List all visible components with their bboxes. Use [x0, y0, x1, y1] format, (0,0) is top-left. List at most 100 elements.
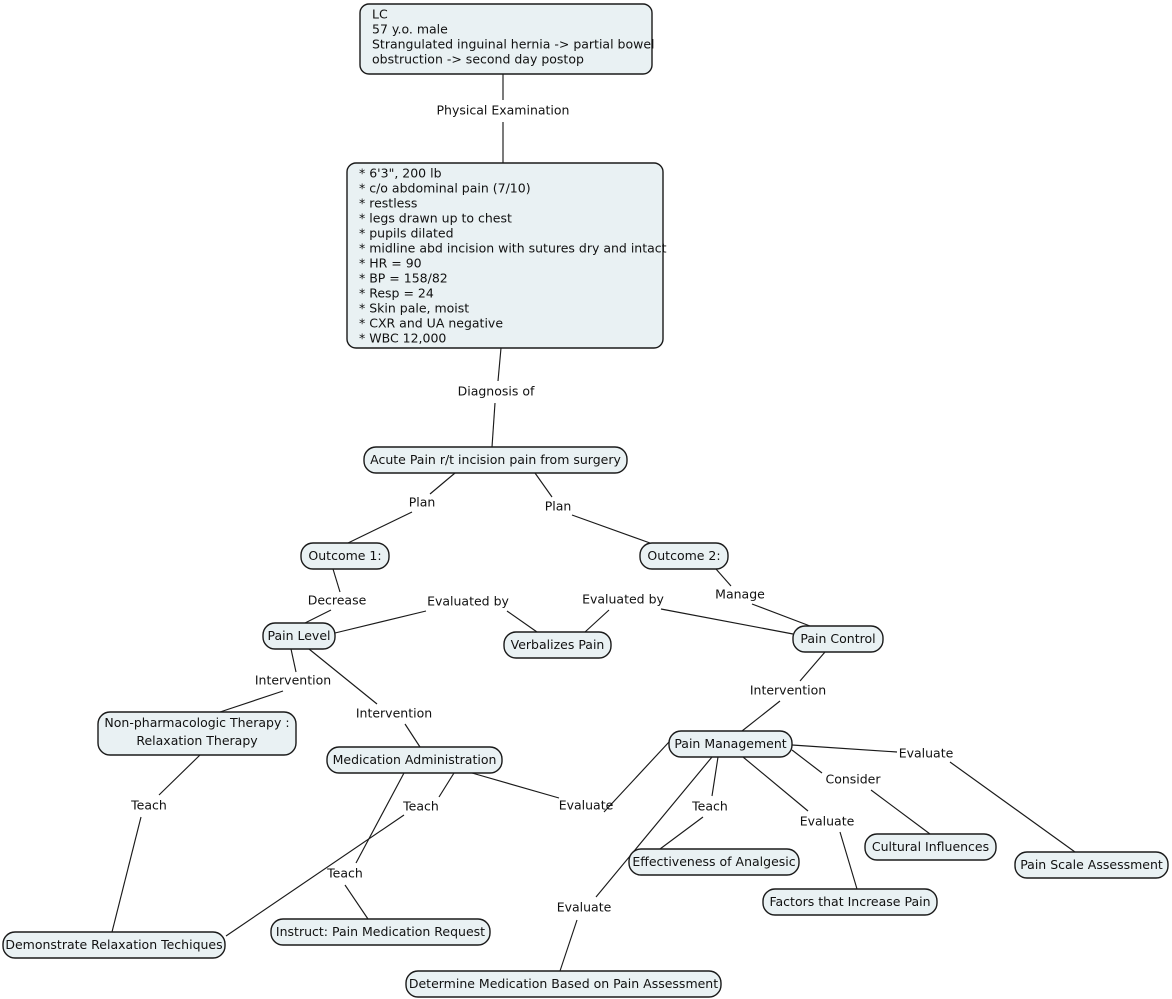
edge-l-evaluated-by-2: [584, 608, 794, 635]
node-instruct[interactable]: Instruct: Pain Medication Request: [270, 918, 491, 946]
node-med-admin[interactable]: Medication Administration: [326, 746, 503, 774]
node-acute-pain[interactable]: Acute Pain r/t incision pain from surger…: [363, 446, 628, 474]
node-label-line: * legs drawn up to chest: [359, 211, 512, 226]
node-shape: [262, 622, 336, 650]
edge-segment: [571, 514, 651, 544]
node-shape: [668, 730, 793, 758]
edge-segment: [791, 749, 823, 774]
node-shape: [792, 625, 884, 653]
node-determine-med[interactable]: Determine Medication Based on Pain Asses…: [405, 970, 722, 998]
node-pain-scale[interactable]: Pain Scale Assessment: [1014, 851, 1169, 879]
node-outcome-2[interactable]: Outcome 2:: [639, 542, 729, 570]
node-assessment[interactable]: * 6'3", 200 lb* c/o abdominal pain (7/10…: [346, 162, 667, 349]
edge-l-intervention-2: [308, 648, 421, 748]
node-shape: [326, 746, 503, 774]
edge-segment: [111, 816, 142, 933]
node-shape: [1014, 851, 1169, 879]
node-cultural-influences[interactable]: Cultural Influences: [864, 833, 997, 861]
node-label-line: * midline abd incision with sutures dry …: [359, 241, 667, 256]
edge-segment: [332, 568, 341, 593]
node-shape: [503, 631, 612, 659]
node-shape: [2, 931, 226, 959]
edge-l-manage: [715, 568, 811, 627]
edge-segment: [791, 744, 898, 753]
link-label-l-evaluate-scale: Evaluate: [899, 746, 954, 761]
node-demonstrate[interactable]: Demonstrate Relaxation Techiques: [2, 931, 226, 959]
node-shape: [628, 848, 800, 876]
node-verbalizes-pain[interactable]: Verbalizes Pain: [503, 631, 612, 659]
node-label: Pain Control: [800, 631, 875, 646]
node-label-line: Non-pharmacologic Therapy :: [104, 715, 289, 730]
node-pain-control[interactable]: Pain Control: [792, 625, 884, 653]
node-label: Verbalizes Pain: [511, 637, 605, 652]
edge-segment: [471, 772, 560, 799]
node-outcome-1[interactable]: Outcome 1:: [300, 542, 390, 570]
edge-l-intervention-3: [741, 651, 826, 732]
node-label-line: 57 y.o. male: [372, 22, 448, 37]
node-effectiveness[interactable]: Effectiveness of Analgesic: [628, 848, 800, 876]
node-label: Factors that Increase Pain: [769, 894, 930, 909]
link-label-l-consider: Consider: [825, 772, 881, 787]
node-label: Pain Management: [674, 736, 786, 751]
node-label-line: * CXR and UA negative: [359, 316, 503, 331]
edge-segment: [949, 761, 1076, 853]
edge-segment: [603, 741, 670, 813]
node-shape: [270, 918, 491, 946]
node-label: Determine Medication Based on Pain Asses…: [409, 976, 718, 991]
edge-segment: [429, 472, 456, 495]
edge-segment: [404, 723, 421, 748]
edge-segment: [584, 609, 610, 633]
node-non-pharm[interactable]: Non-pharmacologic Therapy :Relaxation Th…: [97, 711, 297, 756]
link-label-l-intervention-2: Intervention: [356, 706, 432, 721]
edge-segment: [799, 651, 826, 682]
edge-segment: [438, 772, 455, 798]
edge-segment: [715, 568, 732, 587]
node-label: Outcome 1:: [308, 548, 381, 563]
node-shape: [864, 833, 997, 861]
link-label-l-evaluate-determine: Evaluate: [557, 900, 612, 915]
edge-segment: [711, 756, 719, 797]
node-label: Pain Scale Assessment: [1020, 857, 1163, 872]
link-label-l-evaluated-by-1: Evaluated by: [427, 594, 509, 609]
edge-l-teach-pm: [659, 756, 719, 850]
node-label: Pain Level: [267, 628, 330, 643]
edge-l-plan-1: [347, 472, 456, 544]
link-label-l-diagnosis-of: Diagnosis of: [458, 384, 535, 399]
link-label-l-plan-1: Plan: [409, 495, 436, 510]
edge-segment: [534, 472, 553, 498]
node-pain-management[interactable]: Pain Management: [668, 730, 793, 758]
node-shape: [359, 3, 653, 75]
edge-segment: [559, 919, 578, 972]
node-label: Acute Pain r/t incision pain from surger…: [370, 452, 621, 467]
edge-segment: [741, 700, 781, 732]
edge-l-evaluate-med: [471, 741, 670, 813]
node-label: Outcome 2:: [647, 548, 720, 563]
edge-l-decrease: [304, 568, 341, 624]
link-label-l-teach-med-1: Teach: [402, 799, 439, 814]
edge-segment: [491, 402, 496, 448]
link-label-l-teach-pm: Teach: [691, 799, 728, 814]
edge-segment: [839, 831, 858, 890]
edge-segment: [506, 610, 538, 633]
node-factors[interactable]: Factors that Increase Pain: [762, 888, 938, 916]
edges-layer: [111, 74, 1076, 972]
node-pain-level[interactable]: Pain Level: [262, 622, 336, 650]
node-label-line: * Resp = 24: [359, 286, 434, 301]
link-label-l-intervention-1: Intervention: [255, 673, 331, 688]
node-label-line: * pupils dilated: [359, 226, 454, 241]
link-label-l-physical-exam: Physical Examination: [437, 103, 570, 118]
node-label-line: obstruction -> second day postop: [372, 52, 584, 67]
edge-segment: [225, 814, 405, 937]
link-label-l-intervention-3: Intervention: [750, 683, 826, 698]
edge-segment: [334, 610, 427, 634]
link-label-l-teach-relax: Teach: [130, 798, 167, 813]
edge-segment: [290, 648, 297, 673]
link-label-l-plan-2: Plan: [545, 499, 572, 514]
edge-l-teach-med-2: [344, 772, 405, 920]
link-label-l-decrease: Decrease: [308, 593, 367, 608]
edge-segment: [344, 884, 369, 920]
node-label-line: * restless: [359, 196, 417, 211]
